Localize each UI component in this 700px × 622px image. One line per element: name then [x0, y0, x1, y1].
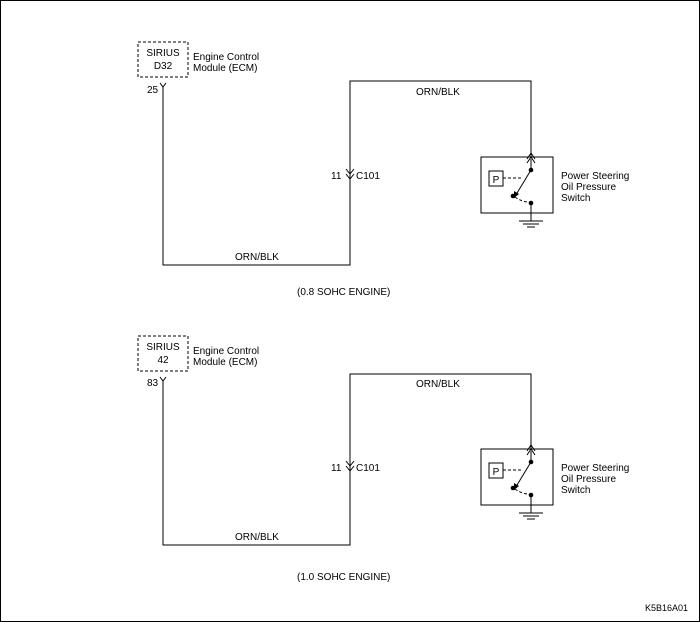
pin-chevron	[159, 376, 167, 382]
ecm-name: SIRIUS	[146, 342, 180, 353]
wire-color-label-top: ORN/BLK	[416, 379, 460, 390]
ecm-label-line2: Module (ECM)	[193, 357, 257, 368]
switch-entry-chevron	[526, 444, 536, 452]
ecm-pin: 83	[147, 378, 159, 389]
ecm-connector: 42	[157, 355, 169, 366]
ecm-name: SIRIUS	[146, 48, 180, 59]
switch-label-line2: Oil Pressure	[561, 474, 616, 485]
switch-label-line1: Power Steering	[561, 463, 629, 474]
pin-chevron	[159, 82, 167, 88]
circuit-0.8-sohc: SIRIUS D32 Engine Control Module (ECM) 2…	[137, 41, 629, 298]
connector-name: C101	[356, 463, 380, 474]
switch-box	[480, 448, 554, 506]
figure-code: K5B16A01	[645, 603, 688, 613]
switch-entry-chevron	[526, 448, 536, 456]
switch-label-line1: Power Steering	[561, 171, 629, 182]
switch-entry-chevron	[526, 152, 536, 160]
ecm-label-line2: Module (ECM)	[193, 63, 257, 74]
ground-icon	[519, 512, 543, 520]
wire-orn-blk	[162, 80, 532, 266]
wire-color-label-top: ORN/BLK	[416, 87, 460, 98]
wire-color-label-bottom: ORN/BLK	[235, 252, 279, 263]
wire-color-label-bottom: ORN/BLK	[235, 532, 279, 543]
connector-chevron	[345, 173, 355, 180]
wire-orn-blk	[162, 373, 532, 546]
switch-box	[480, 156, 554, 214]
ecm-connector: D32	[154, 61, 173, 72]
switch-label-line3: Switch	[561, 485, 590, 496]
connector-pin: 11	[331, 171, 342, 182]
ecm-box	[137, 41, 189, 78]
engine-caption: (1.0 SOHC ENGINE)	[297, 572, 390, 583]
ecm-label-line1: Engine Control	[193, 346, 259, 357]
pressure-symbol: P	[493, 467, 500, 478]
engine-caption: (0.8 SOHC ENGINE)	[297, 287, 390, 298]
ecm-box	[137, 335, 189, 372]
switch-label-line3: Switch	[561, 193, 590, 204]
pressure-symbol: P	[493, 175, 500, 186]
connector-pin: 11	[331, 463, 342, 474]
ecm-pin: 25	[147, 85, 159, 96]
switch-entry-chevron	[526, 156, 536, 164]
ecm-label-line1: Engine Control	[193, 52, 259, 63]
ground-icon	[519, 220, 543, 228]
connector-chevron	[345, 168, 355, 175]
switch-label-line2: Oil Pressure	[561, 182, 616, 193]
connector-chevron	[345, 465, 355, 472]
connector-name: C101	[356, 171, 380, 182]
circuit-1.0-sohc: SIRIUS 42 Engine Control Module (ECM) 83…	[137, 335, 629, 583]
connector-chevron	[345, 460, 355, 467]
